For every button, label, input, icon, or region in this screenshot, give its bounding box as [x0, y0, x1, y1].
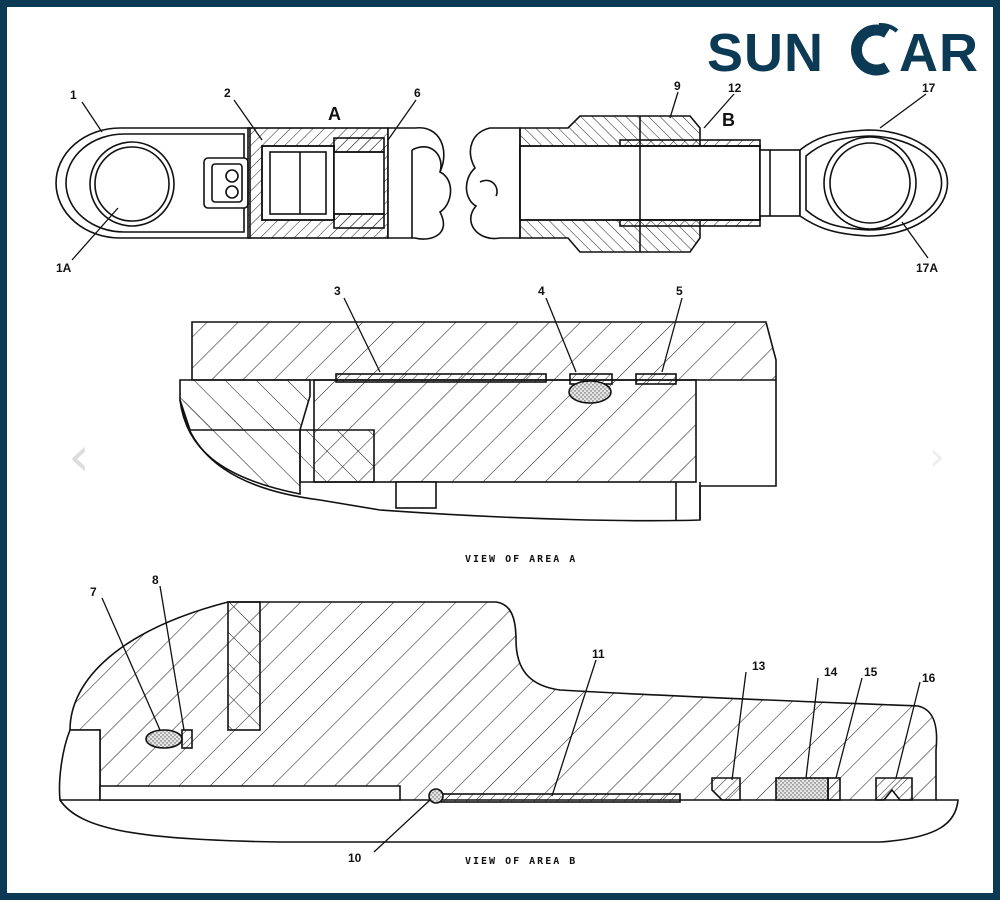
view-area-b [58, 601, 959, 843]
view-b-callouts [101, 585, 921, 853]
callout-6: 6 [414, 86, 421, 100]
view-area-a [179, 321, 777, 522]
callout-13: 13 [752, 659, 766, 673]
callout-15: 15 [864, 665, 878, 679]
area-label-a: A [328, 104, 341, 124]
logo-c-mark [851, 22, 899, 76]
piston-rod [759, 149, 801, 217]
view-a-callouts [343, 297, 683, 373]
top-callouts [71, 91, 929, 261]
callout-2: 2 [224, 86, 231, 100]
callout-3: 3 [334, 284, 341, 298]
area-label-b: B [722, 110, 735, 130]
prev-arrow-icon[interactable]: ‹ [68, 425, 90, 488]
rod-break-left [387, 127, 452, 240]
rod-eye-left [55, 127, 251, 239]
logo-text-right: AR [899, 23, 979, 81]
callout-16: 16 [922, 671, 936, 685]
logo-text-left: SUN [707, 23, 824, 81]
suncar-logo: SUN AR [707, 22, 979, 81]
cylinder-barrel-right [519, 115, 761, 253]
callout-10: 10 [348, 851, 362, 865]
callout-12: 12 [728, 81, 742, 95]
next-arrow-icon[interactable]: › [929, 434, 945, 480]
callout-1: 1 [70, 88, 77, 102]
callout-11: 11 [592, 647, 605, 661]
cylinder-assembly [55, 115, 949, 253]
callout-5: 5 [676, 284, 683, 298]
callout-9: 9 [674, 79, 681, 93]
callout-1a: 1A [56, 261, 72, 275]
callout-17a: 17A [916, 261, 938, 275]
callout-4: 4 [538, 284, 545, 298]
cylinder-seal-diagram: 1 1A 2 A 6 9 12 B 17 17A [55, 79, 959, 867]
cylinder-barrel-left [247, 127, 389, 239]
callout-8: 8 [152, 573, 159, 587]
rod-break-right [465, 127, 521, 240]
callout-14: 14 [824, 665, 838, 679]
caption-view-b: VIEW OF AREA B [465, 856, 577, 867]
caption-view-a: VIEW OF AREA A [465, 554, 577, 565]
rod-eye-right [799, 129, 949, 237]
callout-17: 17 [922, 81, 936, 95]
callout-7: 7 [90, 585, 97, 599]
